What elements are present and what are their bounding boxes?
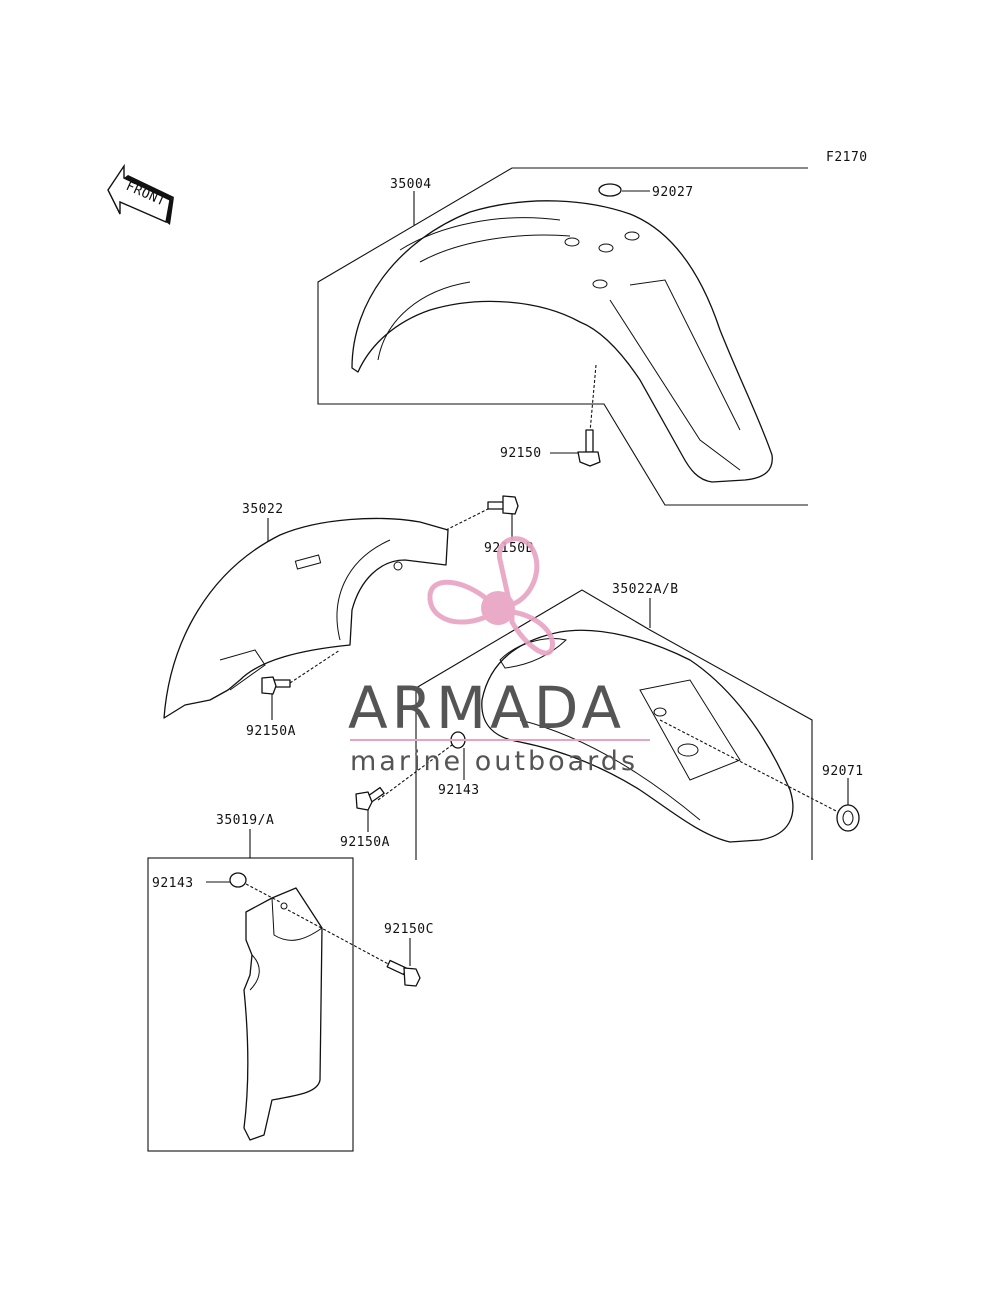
washer-92143-lower <box>229 872 247 888</box>
grommet-92071 <box>836 804 860 832</box>
bolt-92150C <box>386 959 421 987</box>
fender-35022AB-group: 35022A/B 92071 92143 92150A <box>340 582 864 860</box>
watermark-tagline: marine outboards <box>350 746 638 777</box>
fender-35022 <box>163 517 449 719</box>
label-35022AB: 35022A/B <box>612 582 679 597</box>
front-fender <box>351 200 773 483</box>
label-92143-lower: 92143 <box>152 876 194 891</box>
flap-group: 35019/A 92143 92150C <box>147 813 434 1152</box>
front-fender-group: 35004 92027 92150 <box>317 167 808 506</box>
fender-35022-group: 35022 92150B 92150A <box>163 495 534 739</box>
flap-35019A <box>243 887 323 1141</box>
label-92027: 92027 <box>652 185 694 200</box>
label-92150A-lower: 92150A <box>340 835 390 850</box>
watermark-brand: ARMADA <box>348 674 625 742</box>
figure-code: F2170 <box>826 150 868 165</box>
label-92150: 92150 <box>500 446 542 461</box>
label-35004: 35004 <box>390 177 432 192</box>
bolt-92150 <box>577 429 601 467</box>
bolt-92150A-lower <box>355 786 385 811</box>
label-92150B: 92150B <box>484 541 534 556</box>
label-92071: 92071 <box>822 764 864 779</box>
propeller-logo-icon <box>427 536 555 656</box>
fender-35022AB <box>481 629 794 843</box>
group-frame-mid <box>415 589 813 860</box>
bolt-92150B <box>487 495 519 515</box>
bolt-92150A-upper <box>261 676 291 695</box>
label-35022: 35022 <box>242 502 284 517</box>
armada-watermark: ARMADA marine outboards <box>348 536 650 777</box>
group-frame-flap <box>147 857 354 1152</box>
front-arrow-icon: FRONT <box>107 163 174 225</box>
label-92143-mid: 92143 <box>438 783 480 798</box>
washer-92027 <box>598 183 622 197</box>
label-92150C: 92150C <box>384 922 434 937</box>
label-92150A-upper: 92150A <box>246 724 296 739</box>
label-35019A: 35019/A <box>216 813 274 828</box>
group-frame-top <box>317 167 808 506</box>
